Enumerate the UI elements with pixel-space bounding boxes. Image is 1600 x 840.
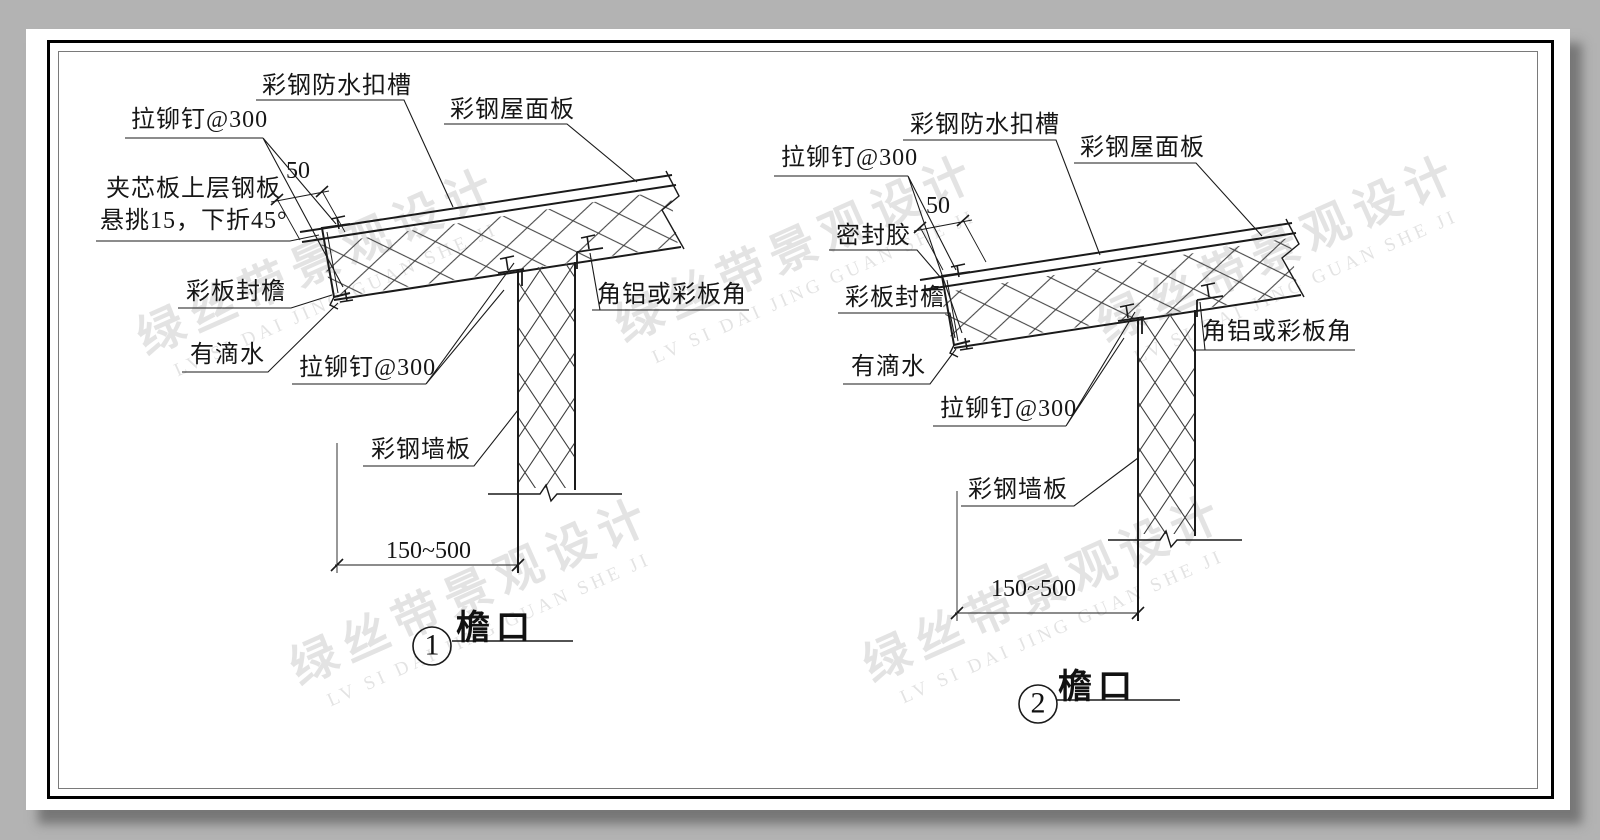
roof-break [1281,218,1305,298]
leader-roof-panel [444,123,638,183]
angle-trim-left [497,268,525,286]
rivet [499,255,515,271]
roof-core-bottom [333,246,682,301]
label-sandwich-line1: 夹芯板上层钢板 [106,176,281,202]
roof-break [661,170,685,250]
label-sandwich-line2: 悬挑15，下折45° [100,208,288,234]
drip-edge [949,344,959,358]
detail-1-annotation [96,99,749,666]
leader-rivet-top [125,137,344,288]
label-eave-flashing: 彩板封檐 [186,279,286,305]
wall-break-line [1108,529,1242,549]
leader-rivet-mid [933,311,1136,427]
detail-title: 檐口 [456,610,536,647]
dim-overhang: 50 [286,158,310,184]
dim-line-overhang [270,190,330,203]
label-roof-panel: 彩钢屋面板 [450,97,575,123]
leader-wall-panel [363,409,519,467]
label-wall-panel: 彩钢墙板 [371,437,471,463]
rivet [950,263,966,278]
eave-flashing-inner [326,231,339,294]
label-roof-panel: 彩钢屋面板 [1080,135,1205,161]
dim-ext [276,190,346,241]
label-sealant: 密封胶 [836,223,911,249]
leader-rivet-mid [292,262,515,385]
roof-core-top [921,232,1297,291]
angle-trim-right [1196,295,1224,317]
detail-number-bubble [1018,684,1058,724]
label-rivet-mid: 拉铆钉@300 [940,396,1078,422]
leader-roof-cap [256,99,454,208]
roof-core-bottom [953,294,1302,349]
roof-core-hatch [320,190,678,298]
label-wall-panel: 彩钢墙板 [968,477,1068,503]
leader-eave-flashing [178,294,333,309]
roof-core-top [301,184,677,243]
label-drip: 有滴水 [190,342,265,368]
label-rivet-top: 拉铆钉@300 [131,107,269,133]
leader-eave-flashing [838,312,956,339]
label-eave-flashing: 彩板封檐 [845,285,945,311]
detail-1-geometry [299,170,685,573]
rivet [339,289,354,303]
dim-ticks [950,606,1145,620]
dim-eave-width: 150~500 [991,576,1076,602]
rivet [1200,282,1216,298]
label-roof-cap: 彩钢防水扣槽 [262,73,412,99]
sheet-border-outer [47,40,1554,799]
detail-number: 2 [1030,686,1046,720]
rivet [1119,303,1135,319]
roof-core-hatch [940,238,1298,346]
drawing-sheet [26,29,1570,810]
leader-corner-trim [1196,301,1355,351]
roof-sheet-top [299,174,673,233]
label-roof-cap: 彩钢防水扣槽 [910,112,1060,138]
detail-2-annotation [774,139,1355,724]
detail-number-bubble [412,626,452,666]
leader-sealant [829,249,942,279]
wall-hatch [518,262,575,488]
dim-ext [919,219,987,271]
leader-corner-trim [589,252,749,311]
eave-flashing-inner [946,279,959,342]
leader-roof-panel [1074,162,1263,237]
wall-hatch [1138,310,1195,534]
eave-flashing [940,271,971,347]
dim-ticks [330,558,525,572]
label-rivet-mid: 拉铆钉@300 [299,355,437,381]
detail-title: 檐口 [1058,669,1138,706]
angle-trim-right [576,247,604,269]
dim-eave-width: 150~500 [386,538,471,564]
detail-number: 1 [424,628,440,662]
eave-flashing [320,223,351,299]
label-rivet-top: 拉铆钉@300 [781,145,919,171]
rivet [959,337,974,351]
label-corner-trim: 角铝或彩板角 [1202,319,1352,345]
label-drip: 有滴水 [851,354,926,380]
leader-sandwich-top [96,234,320,242]
leader-drip [182,302,339,373]
leader-wall-panel [961,457,1139,507]
dim-overhang: 50 [926,193,950,219]
sheet-border-inner [58,51,1538,789]
label-corner-trim: 角铝或彩板角 [597,282,747,308]
wall-break-line [488,483,622,503]
roof-sheet-top [919,222,1293,281]
rivet [580,234,596,250]
leader-roof-cap [903,139,1101,256]
leader-drip [843,348,957,385]
drip-edge [329,296,339,310]
detail-2-geometry [919,218,1305,621]
